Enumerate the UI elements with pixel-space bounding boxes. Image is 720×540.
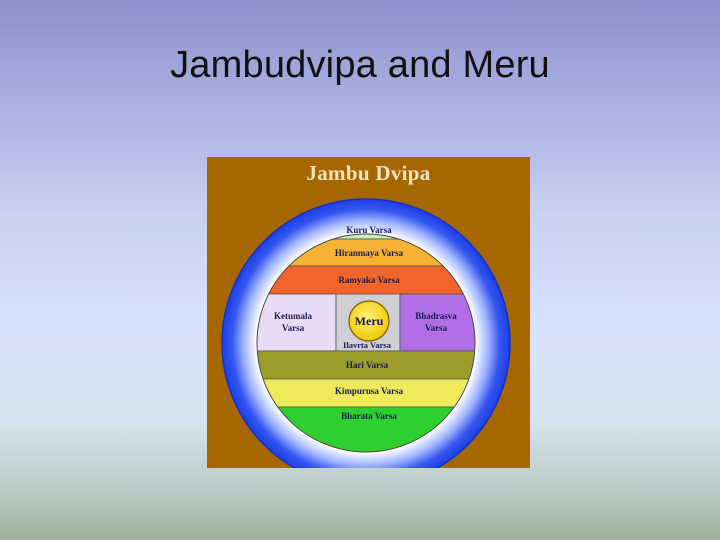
- jambudvipa-diagram: Kuru Varsa Hiranmaya Varsa Ramyaka Varsa…: [221, 198, 511, 468]
- label-meru: Meru: [355, 314, 384, 328]
- label-ramyaka: Ramyaka Varsa: [338, 275, 400, 285]
- label-bhadrasva-1: Bhadrasva: [415, 311, 457, 321]
- land-regions: [257, 234, 475, 452]
- region-ramyaka: [257, 265, 475, 295]
- label-ketumala-2: Varsa: [282, 323, 305, 333]
- label-ketumala-1: Ketumala: [274, 311, 312, 321]
- region-hari: [257, 350, 475, 380]
- label-kimpurusa: Kimpurusa Varsa: [335, 386, 404, 396]
- label-ilavrta: Ilavrta Varsa: [343, 340, 392, 350]
- label-bharata: Bharata Varsa: [341, 411, 397, 421]
- label-hari: Hari Varsa: [346, 360, 389, 370]
- meru-circle: [348, 300, 390, 342]
- diagram-title: Jambu Dvipa: [306, 161, 431, 185]
- label-bhadrasva-2: Varsa: [425, 323, 448, 333]
- jambudvipa-figure: Kuru Varsa Hiranmaya Varsa Ramyaka Varsa…: [207, 157, 530, 468]
- label-kuru: Kuru Varsa: [346, 225, 392, 235]
- land-outline: [256, 233, 476, 453]
- label-hiranmaya: Hiranmaya Varsa: [335, 248, 404, 258]
- slide-title: Jambudvipa and Meru: [170, 44, 550, 86]
